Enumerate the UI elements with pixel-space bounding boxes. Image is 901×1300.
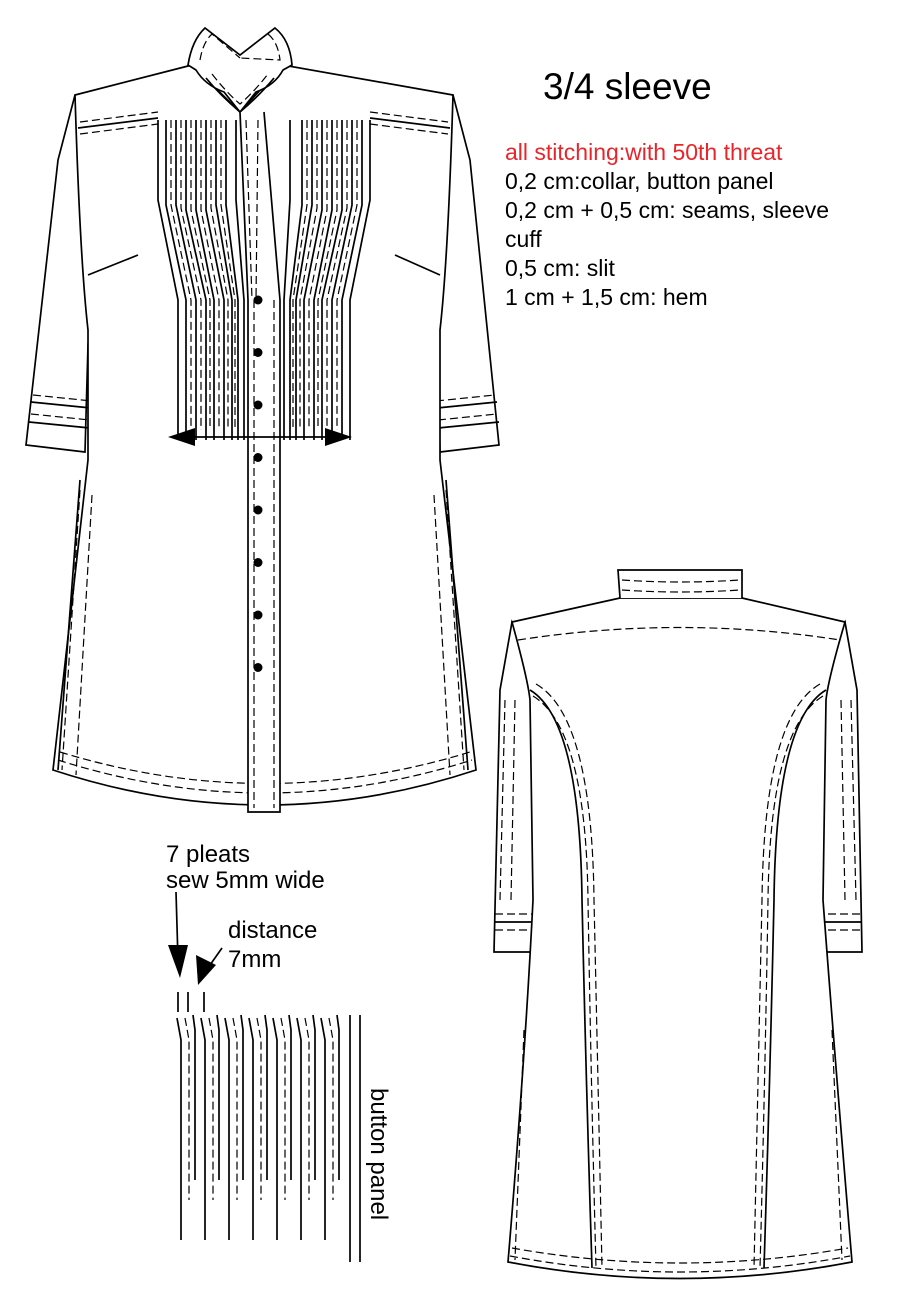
pleat-count-label: 7 pleats bbox=[166, 841, 251, 868]
pleat-edge-6 bbox=[312, 1014, 316, 1180]
button-5 bbox=[253, 505, 263, 515]
button-panel-label: button panel bbox=[365, 1088, 392, 1221]
pleat-edge-3 bbox=[240, 1014, 244, 1180]
pleat-edge-5 bbox=[288, 1014, 292, 1180]
pleat-fold-4 bbox=[248, 1017, 254, 1240]
note-thread: all stitching:with 50th threat bbox=[505, 139, 783, 165]
pleat-edge-7 bbox=[336, 1014, 340, 1180]
front-button-placket bbox=[239, 111, 281, 813]
pleat-fold-1 bbox=[176, 1017, 182, 1240]
back-body bbox=[507, 597, 853, 1280]
pleat-stitch-3 bbox=[232, 1017, 238, 1200]
pleat-stitch-1 bbox=[184, 1017, 190, 1200]
distance-value: 7mm bbox=[228, 946, 282, 973]
note-seams: 0,2 cm + 0,5 cm: seams, sleeve bbox=[505, 197, 830, 223]
pleat-fold-5 bbox=[272, 1017, 278, 1240]
note-cuff: cuff bbox=[505, 226, 542, 252]
pleat-fold-7 bbox=[320, 1017, 326, 1240]
button-3 bbox=[253, 400, 263, 410]
button-7 bbox=[253, 610, 263, 620]
front-garment bbox=[25, 26, 500, 813]
note-slit: 0,5 cm: slit bbox=[505, 255, 615, 281]
front-buttons bbox=[253, 295, 263, 672]
pleat-stitch-6 bbox=[304, 1017, 310, 1200]
pleat-fold-2 bbox=[200, 1017, 206, 1240]
pleat-stitch-7 bbox=[328, 1017, 334, 1200]
pleat-width-label: sew 5mm wide bbox=[166, 867, 325, 894]
button-4 bbox=[253, 453, 263, 462]
front-right-pleats bbox=[283, 120, 371, 440]
button-8 bbox=[253, 663, 263, 672]
pleat-stitch-2 bbox=[208, 1017, 214, 1200]
front-left-pleats bbox=[157, 120, 245, 440]
pleat-edge-4 bbox=[264, 1014, 268, 1180]
pleat-edge-2 bbox=[216, 1014, 220, 1180]
distance-label: distance bbox=[228, 917, 318, 944]
back-garment bbox=[493, 569, 863, 1280]
pleat-edge-1 bbox=[192, 1014, 196, 1180]
note-hem: 1 cm + 1,5 cm: hem bbox=[505, 284, 708, 310]
button-6 bbox=[253, 558, 263, 567]
page-title: 3/4 sleeve bbox=[543, 66, 712, 107]
pleat-fold-3 bbox=[224, 1017, 230, 1240]
back-collar bbox=[617, 569, 743, 599]
pleat-stitch-5 bbox=[280, 1017, 286, 1200]
note-collar: 0,2 cm:collar, button panel bbox=[505, 168, 774, 194]
button-1 bbox=[253, 295, 263, 305]
button-2 bbox=[253, 348, 263, 357]
pleat-fold-6 bbox=[296, 1017, 302, 1240]
pleat-detail bbox=[168, 891, 361, 1262]
pleat-stitch-4 bbox=[256, 1017, 262, 1200]
pleat-lines bbox=[176, 1014, 340, 1240]
